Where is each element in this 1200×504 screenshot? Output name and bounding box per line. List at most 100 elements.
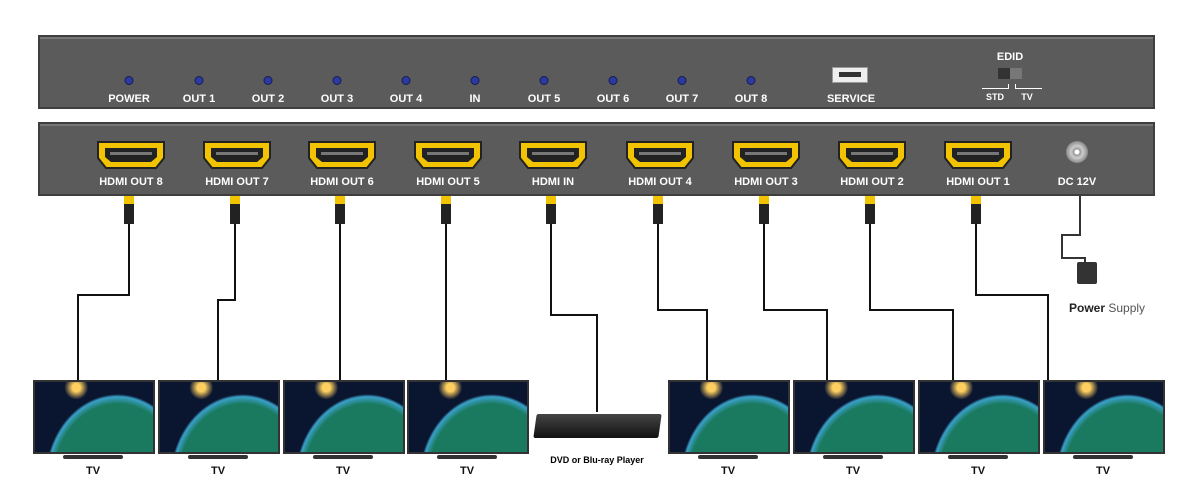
led-indicator [124,76,134,85]
hdmi-cable [869,224,954,380]
edid-std-label: STD [986,92,1004,102]
hdmi-plug [230,196,240,204]
tv-stand [63,455,123,459]
hdmi-cable [763,224,828,380]
led-indicator [194,76,204,85]
led-label: OUT 7 [665,93,699,105]
tv-screen [918,380,1040,454]
led-indicator [470,76,480,85]
dvd-player [533,414,662,438]
tv [33,380,155,462]
led-label: OUT 8 [734,93,768,105]
edid-label: EDID [996,51,1024,63]
tv [793,380,915,462]
hdmi-plug [653,196,663,204]
hdmi-port-label: HDMI IN [531,176,575,188]
tv-screen [793,380,915,454]
hdmi-plug [971,196,981,204]
hdmi-port[interactable] [625,140,695,170]
hdmi-plug [441,196,451,204]
tv-stand [698,455,758,459]
hdmi-port[interactable] [413,140,483,170]
power-supply-rest: Supply [1105,301,1146,315]
hdmi-port-label: HDMI OUT 1 [946,176,1010,188]
tv [668,380,790,462]
led-label: OUT 6 [596,93,630,105]
tv-screen [283,380,405,454]
led-label: OUT 4 [389,93,423,105]
edid-bracket [1015,84,1042,89]
hdmi-port[interactable] [202,140,272,170]
tv [918,380,1040,462]
tv-stand [313,455,373,459]
service-port [832,67,868,83]
tv-label: TV [459,465,475,477]
hdmi-port[interactable] [943,140,1013,170]
tv-screen [1043,380,1165,454]
tv-screen [668,380,790,454]
tv-label: TV [1095,465,1111,477]
led-label: OUT 5 [527,93,561,105]
hdmi-cable [77,224,130,380]
hdmi-plug [335,196,345,204]
led-label: OUT 1 [182,93,216,105]
edid-tv-label: TV [1021,92,1033,102]
led-indicator [401,76,411,85]
hdmi-plug [865,196,875,204]
tv-label: TV [210,465,226,477]
hdmi-port[interactable] [96,140,166,170]
hdmi-port-label: HDMI OUT 5 [416,176,480,188]
tv-label: TV [720,465,736,477]
hdmi-plug [124,196,134,204]
hdmi-port-label: HDMI OUT 2 [840,176,904,188]
tv [1043,380,1165,462]
edid-switch[interactable] [998,68,1022,79]
led-indicator [608,76,618,85]
player-label: DVD or Blu-ray Player [550,455,644,465]
hdmi-port-label: HDMI OUT 6 [310,176,374,188]
led-indicator [746,76,756,85]
edid-bracket [982,84,1009,89]
tv [407,380,529,462]
led-indicator [539,76,549,85]
power-cable [1061,196,1086,264]
hdmi-plug [230,204,240,224]
tv-screen [407,380,529,454]
dc-jack[interactable] [1066,141,1088,163]
tv-screen [158,380,280,454]
hdmi-plug [546,196,556,204]
tv-screen [33,380,155,454]
hdmi-plug [441,204,451,224]
hdmi-plug [759,204,769,224]
hdmi-port-label: HDMI OUT 3 [734,176,798,188]
hdmi-port[interactable] [837,140,907,170]
led-indicator [677,76,687,85]
hdmi-plug [546,204,556,224]
tv-stand [948,455,1008,459]
hdmi-cable [217,224,236,380]
hdmi-cable [657,224,708,380]
service-label: SERVICE [826,93,876,105]
hdmi-plug [653,204,663,224]
hdmi-port[interactable] [307,140,377,170]
power-adapter-icon [1077,262,1097,284]
hdmi-plug [124,204,134,224]
hdmi-cable [975,224,1049,380]
tv-label: TV [845,465,861,477]
hdmi-cable [550,224,598,412]
tv [158,380,280,462]
hdmi-port[interactable] [518,140,588,170]
hdmi-plug [759,196,769,204]
hdmi-plug [865,204,875,224]
tv [283,380,405,462]
dc-12v-label: DC 12V [1057,176,1097,188]
led-label: OUT 2 [251,93,285,105]
tv-stand [188,455,248,459]
hdmi-port-label: HDMI OUT 7 [205,176,269,188]
hdmi-port[interactable] [731,140,801,170]
led-indicator [263,76,273,85]
